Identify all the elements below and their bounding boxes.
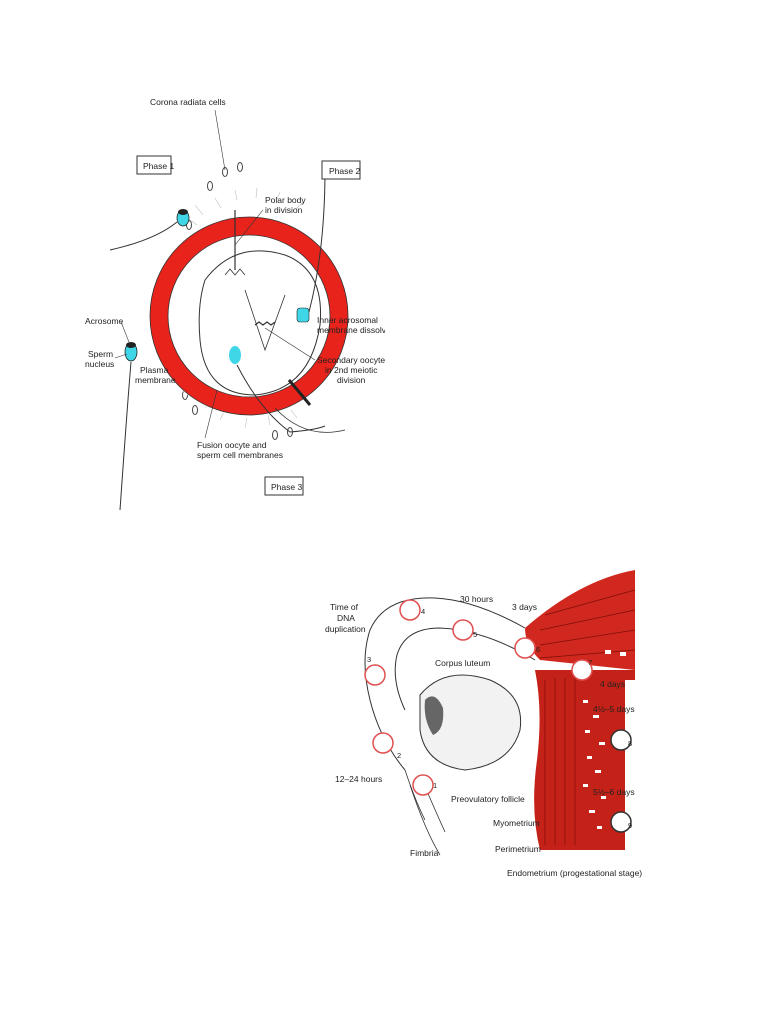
sperm-phase2 xyxy=(296,169,326,323)
polar-body-label-2: in division xyxy=(265,205,303,215)
corpus-luteum xyxy=(424,696,444,735)
stage-number-4: 4 xyxy=(421,607,425,616)
four-half-days-label: 4½–5 days xyxy=(593,704,635,714)
stage-number-6: 6 xyxy=(536,645,540,654)
stage-number-1: 1 xyxy=(433,781,437,790)
phase1-label: Phase 1 xyxy=(143,161,174,171)
dna-label-3: duplication xyxy=(325,624,366,634)
sperm-nucleus-label-1: Sperm xyxy=(88,349,113,359)
inner-acrosomal-label-1: Inner acrosomal xyxy=(317,315,378,325)
fertilization-diagram: Phase 1 Phase 2 Phase 3 Corona radiata c… xyxy=(85,97,385,511)
uterus-wall-vertical xyxy=(534,670,635,850)
endometrium-label: Endometrium (progestational stage) xyxy=(507,868,642,878)
corona-radiata-label: Corona radiata cells xyxy=(150,97,226,107)
stage-number-7: 7 xyxy=(588,658,592,667)
acrosome-label: Acrosome xyxy=(85,316,124,326)
plasma-membrane-label-1: Plasma xyxy=(140,365,169,375)
dna-label-2: DNA xyxy=(337,613,355,623)
stage-number-3: 3 xyxy=(367,655,371,664)
polar-body-label-1: Polar body xyxy=(265,195,306,205)
secondary-oocyte-label-1: Secondary oocyte xyxy=(317,355,385,365)
dna-label-1: Time of xyxy=(330,602,359,612)
secondary-oocyte-label-2: in 2nd meiotic xyxy=(325,365,378,375)
twelve-hours-label: 12–24 hours xyxy=(335,774,382,784)
five-half-days-label: 5½–6 days xyxy=(593,787,635,797)
implantation-diagram: 1 2 3 4 5 6 7 8 9 Time of DNA duplicatio… xyxy=(325,570,642,878)
fimbria-label: Fimbria xyxy=(410,848,439,858)
oocyte-membrane xyxy=(198,250,322,396)
myometrium-label: Myometrium xyxy=(493,818,540,828)
secondary-oocyte-label-3: division xyxy=(337,375,366,385)
preovulatory-follicle-label: Preovulatory follicle xyxy=(451,794,525,804)
fusion-label-2: sperm cell membranes xyxy=(197,450,283,460)
oviduct xyxy=(364,597,536,771)
embryo-stages xyxy=(364,599,632,833)
sperm-acrosome xyxy=(119,342,138,511)
inner-acrosomal-label-2: membrane dissolves xyxy=(317,325,385,335)
corpus-luteum-label: Corpus luteum xyxy=(435,658,490,668)
sperm-fused xyxy=(229,346,346,433)
meiotic-spindle xyxy=(244,289,286,352)
perimetrium-label: Perimetrium xyxy=(495,844,541,854)
stage-number-2: 2 xyxy=(397,751,401,760)
three-days-label: 3 days xyxy=(512,602,537,612)
polar-body xyxy=(224,210,246,276)
four-days-label: 4 days xyxy=(600,679,625,689)
phase2-label: Phase 2 xyxy=(329,166,360,176)
fusion-label-1: Fusion oocyte and xyxy=(197,440,267,450)
zona-pellucida xyxy=(149,216,349,416)
plasma-membrane-label-2: membrane xyxy=(135,375,176,385)
sperm-phase1 xyxy=(109,209,190,251)
thirty-hours-label: 30 hours xyxy=(460,594,493,604)
phase3-label: Phase 3 xyxy=(271,482,302,492)
stage-number-9: 9 xyxy=(628,821,632,830)
stage-number-8: 8 xyxy=(628,739,632,748)
uterus-wall-upper xyxy=(525,570,635,670)
endometrium-glands xyxy=(583,650,626,829)
stage-number-5: 5 xyxy=(473,630,477,639)
muscle-striations xyxy=(539,589,636,845)
zona-pellucida-ring xyxy=(150,217,348,415)
sperm-nucleus-label-2: nucleus xyxy=(85,359,114,369)
ovary xyxy=(419,674,522,771)
